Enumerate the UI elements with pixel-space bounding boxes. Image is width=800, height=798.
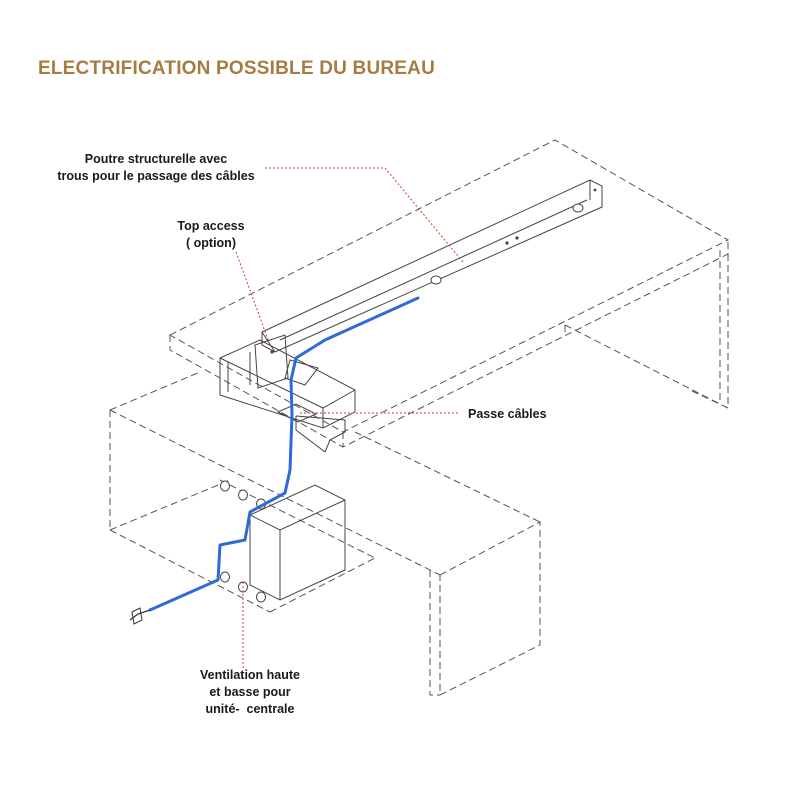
callout-top-access: Top access ( option) [177,219,245,250]
top-access-box [219,334,356,429]
callout-beam: Poutre structurelle avec trous pour le p… [57,152,255,183]
desk-side-panel [564,250,729,409]
callout-passe-cables: Passe câbles [468,407,547,421]
callout-leaders [235,167,464,668]
desk-top [168,139,730,448]
ventilation-holes [220,480,266,603]
power-plug-icon [129,607,151,625]
callout-ventilation: Ventilation haute et basse pour unité- c… [199,668,300,716]
structural-beam [261,179,603,353]
power-cable [129,296,420,625]
page-title: ELECTRIFICATION POSSIBLE DU BUREAU [38,58,436,79]
cpu-unit [249,484,346,601]
